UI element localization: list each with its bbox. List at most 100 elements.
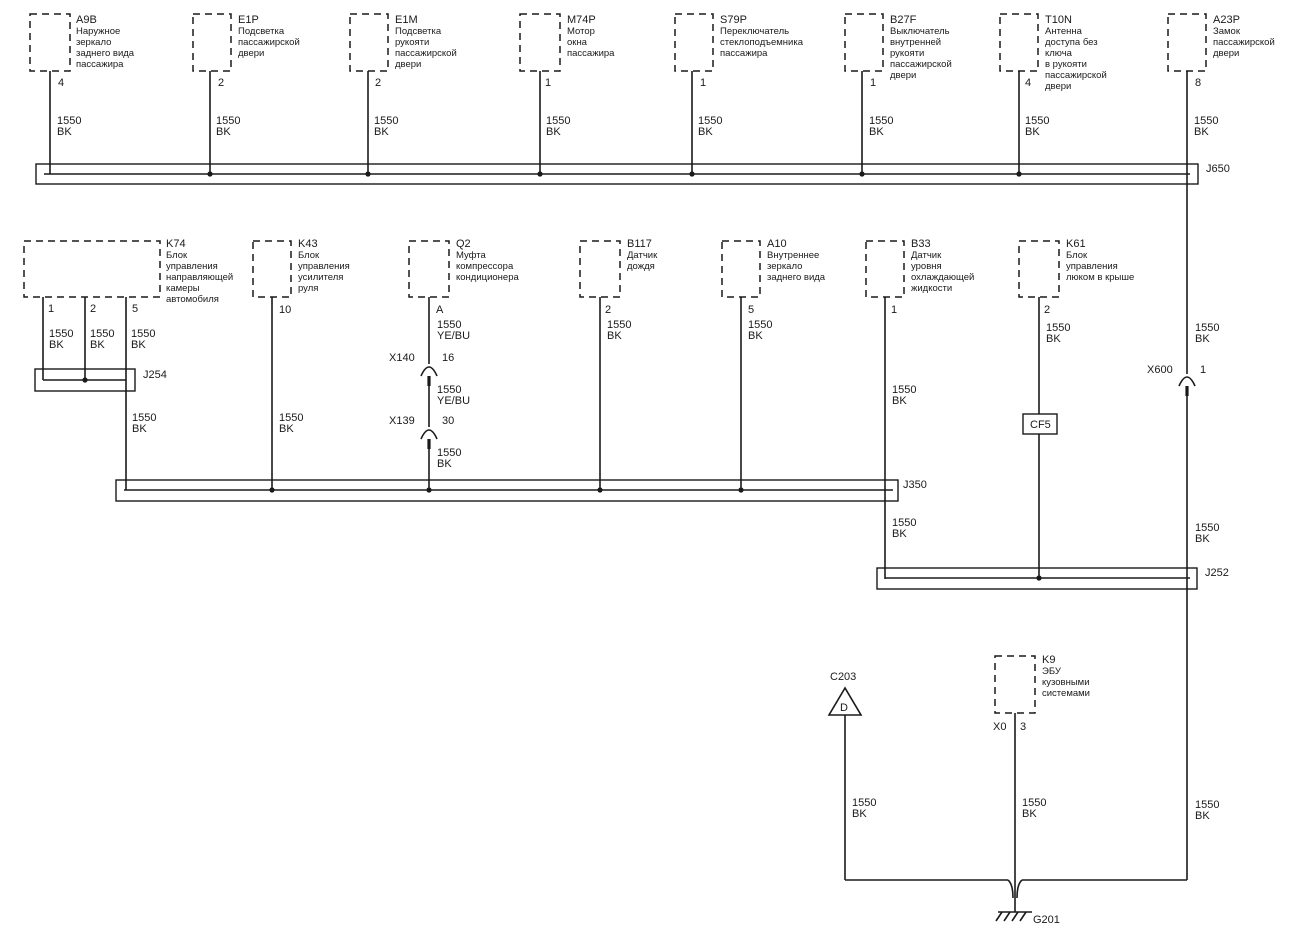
t10n-desc-2: доступа без [1045,37,1098,48]
wire-color-m74p: BK [546,126,561,138]
a10-pin: 5 [748,304,754,316]
k9-code: K9 [1042,654,1055,666]
a10-desc-2: зеркало [767,261,802,272]
e1p-code: E1P [238,14,259,26]
component-b27f: B27F Выключатель внутренней рукояти пасс… [844,13,952,89]
q2-desc-2: компрессора [456,261,514,272]
wire-size-a9b: 1550 [57,115,81,127]
j650-label: J650 [1206,163,1230,175]
wire-size-a10: 1550 [748,319,772,331]
s79p-code: S79P [720,14,747,26]
k43-code: K43 [298,238,318,250]
wire-color-c203: BK [852,808,867,820]
ground-g201: G201 [845,879,1187,926]
k74-desc-5: автомобиля [166,294,219,305]
s79p-desc-1: Переключатель [720,26,789,37]
splice-j350: J350 [115,479,927,502]
wire-color-a9b: BK [57,126,72,138]
wire-color-x140-x139: YE/BU [437,395,470,407]
q2-desc-1: Муфта [456,250,487,261]
m74p-desc-3: пассажира [567,48,615,59]
component-a23p: A23P Замок пассажирской двери 8 [1167,13,1275,89]
b27f-desc-3: рукояти [890,48,924,59]
wire-color-k74-5: BK [131,339,146,351]
x139-pin: 30 [442,415,454,427]
j252-label: J252 [1205,567,1229,579]
connector-x600: X600 1 [1147,364,1206,396]
wire-size-x139-j350: 1550 [437,447,461,459]
x600-pin: 1 [1200,364,1206,376]
k9-desc-2: кузовными [1042,677,1090,688]
a23p-desc-1: Замок [1213,26,1241,37]
m74p-code: M74P [567,14,596,26]
wire-color-k61: BK [1046,333,1061,345]
a23p-desc-3: двери [1213,48,1239,59]
b33-desc-3: охлаждающей [911,272,974,283]
component-e1p: E1P Подсветка пассажирской двери 2 [192,13,300,89]
b33-desc-4: жидкости [911,283,952,294]
k43-desc-2: управления [298,261,350,272]
component-e1m: E1M Подсветка рукояти пассажирской двери… [349,13,457,89]
wire-color-b33: BK [892,395,907,407]
wire-color-j650-x600: BK [1195,333,1210,345]
k61-desc-2: управления [1066,261,1118,272]
component-t10n: T10N Антенна доступа без ключа в рукояти… [999,13,1107,92]
wire-size-k9: 1550 [1022,797,1046,809]
a10-code: A10 [767,238,787,250]
k61-code: K61 [1066,238,1086,250]
a23p-pin: 8 [1195,77,1201,89]
b27f-desc-4: пассажирской [890,59,952,70]
ground-ref-c203: C203 D 1550 BK [827,671,876,880]
a10-desc-3: заднего вида [767,272,826,283]
k43-desc-4: руля [298,283,318,294]
g201-label: G201 [1033,914,1060,926]
component-k74: K74 Блок управления направляющей камеры … [23,238,233,380]
x139-name: X139 [389,415,415,427]
a9b-pin: 4 [58,77,64,89]
b27f-pin: 1 [870,77,876,89]
component-b117: B117 Датчик дождя 2 1550 BK [579,238,658,490]
j350-label: J350 [903,479,927,491]
wire-color-a23p: BK [1194,126,1209,138]
e1m-code: E1M [395,14,418,26]
q2-desc-3: кондиционера [456,272,519,283]
t10n-desc-1: Антенна [1045,26,1083,37]
c203-letter: D [840,702,848,714]
splice-j254: J254 1550 BK [34,368,167,490]
e1m-desc-1: Подсветка [395,26,442,37]
b117-code: B117 [627,238,652,250]
e1m-desc-4: двери [395,59,421,70]
wire-color-j350-j252: BK [892,528,907,540]
t10n-desc-4: в рукояти [1045,59,1087,70]
t10n-desc-5: пассажирской [1045,70,1107,81]
wire-size-m74p: 1550 [546,115,570,127]
wire-color-e1m: BK [374,126,389,138]
a23p-desc-2: пассажирской [1213,37,1275,48]
k74-pin-2: 2 [90,303,96,315]
b117-desc-2: дождя [627,261,655,272]
wire-size-b117: 1550 [607,319,631,331]
wire-size-j650-x600: 1550 [1195,322,1219,334]
k74-pin-5: 5 [132,303,138,315]
wire-color-e1p: BK [216,126,231,138]
wire-size-c203: 1550 [852,797,876,809]
k61-pin: 2 [1044,304,1050,316]
k74-desc-3: направляющей [166,272,233,283]
k9-pin: 3 [1020,721,1026,733]
x140-pin: 16 [442,352,454,364]
b27f-code: B27F [890,14,917,26]
wire-color-s79p: BK [698,126,713,138]
wire-size-k61: 1550 [1046,322,1070,334]
t10n-desc-3: ключа [1045,48,1073,59]
wire-size-b33: 1550 [892,384,916,396]
component-q2: Q2 Муфта компрессора кондиционера A 1550… [408,238,519,490]
wire-size-k43: 1550 [279,412,303,424]
a9b-desc-4: пассажира [76,59,124,70]
a23p-code: A23P [1213,14,1240,26]
k74-pin-1: 1 [48,303,54,315]
k9-desc-3: системами [1042,688,1090,699]
b33-pin: 1 [891,304,897,316]
component-m74p: M74P Мотор окна пассажира 1 [519,13,615,89]
b27f-desc-1: Выключатель [890,26,950,37]
k9-desc-1: ЭБУ [1042,666,1062,677]
